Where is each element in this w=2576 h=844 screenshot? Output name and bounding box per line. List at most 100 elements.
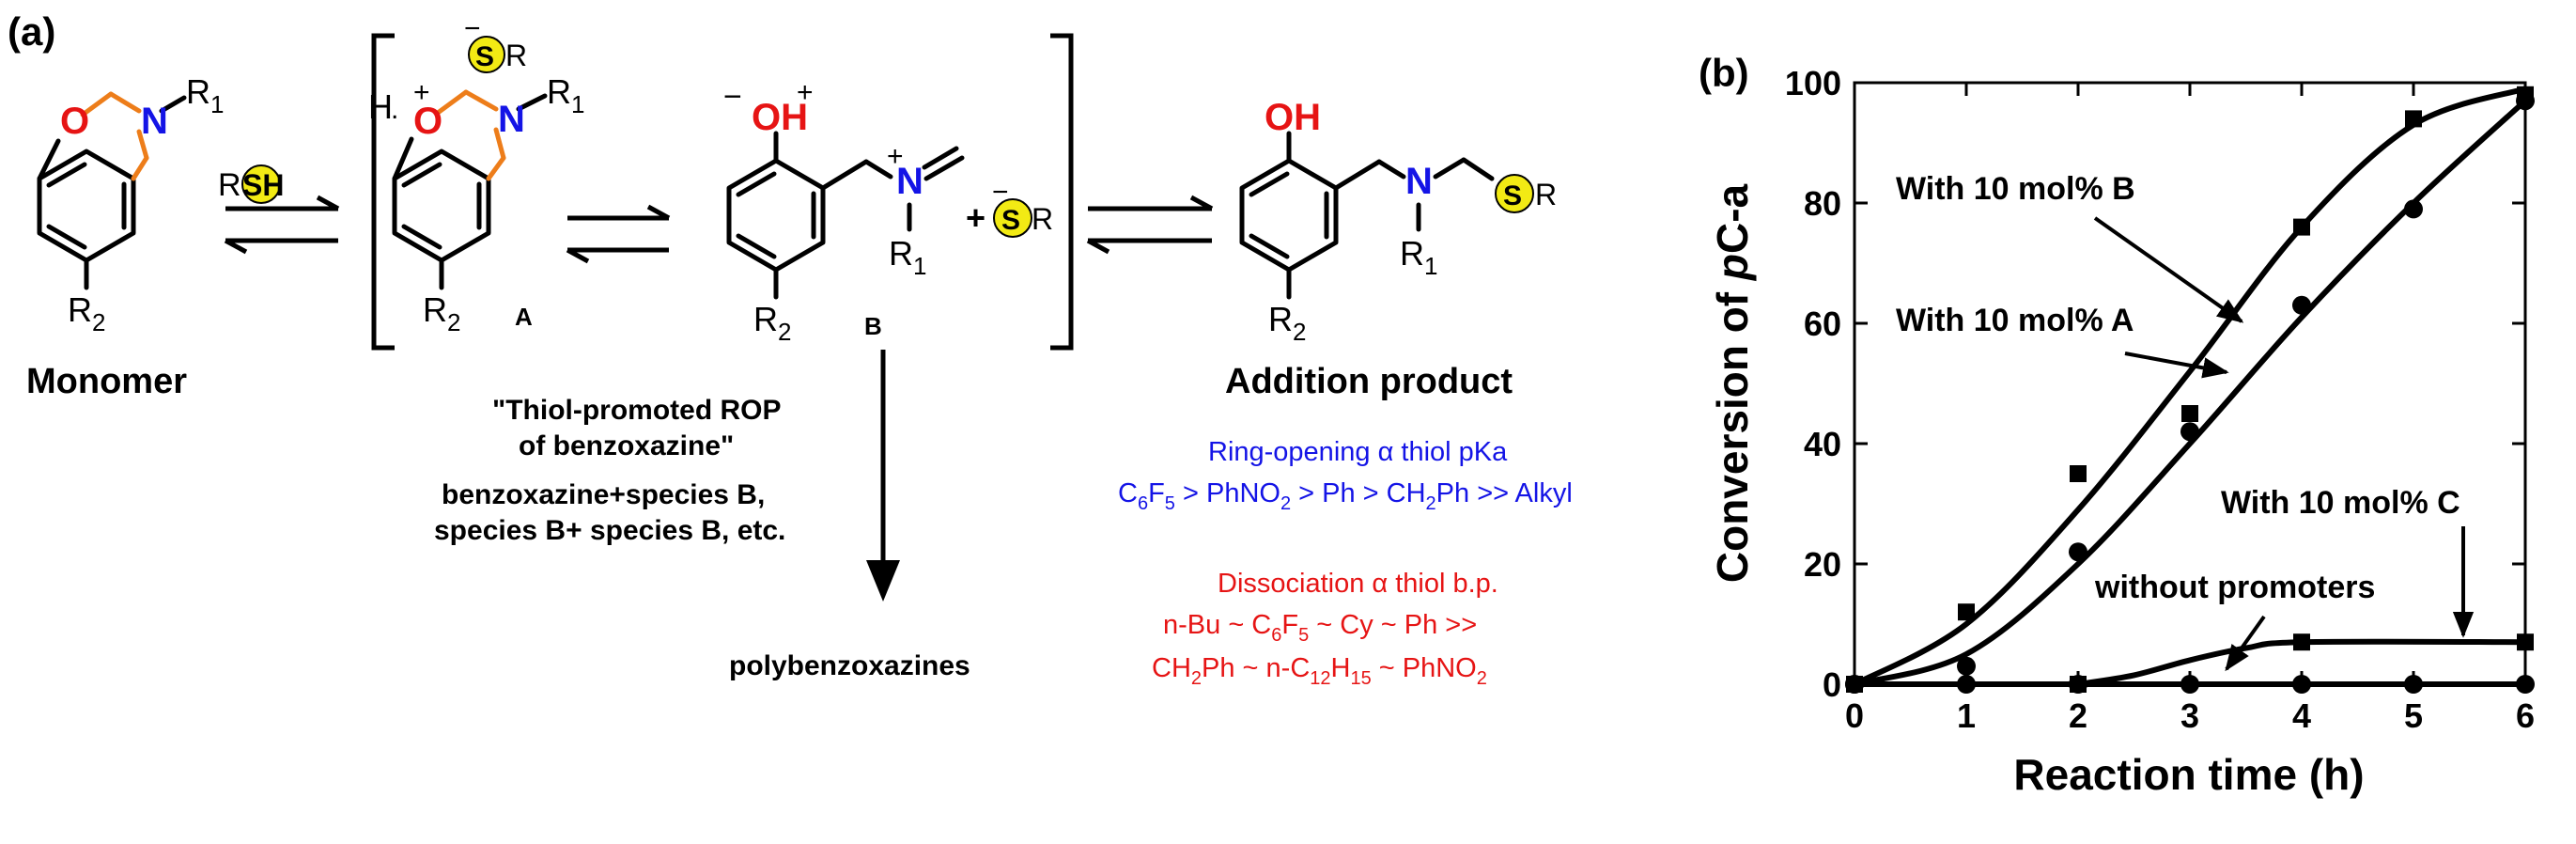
forward-arrow-3-head [1189, 195, 1214, 211]
forward-arrow-1-head [316, 195, 340, 211]
species-b-iminium-n: N [896, 161, 923, 202]
species-a-plus: + [413, 77, 430, 108]
species-a-label: A [515, 303, 533, 331]
monomer-label: Monomer [26, 362, 187, 401]
rop-note-line4: species B+ species B, etc. [434, 515, 785, 546]
series-1-point [2404, 199, 2423, 219]
reagent-r: R [218, 167, 241, 203]
series-0-point [1958, 603, 1975, 621]
series-3-point [2180, 675, 2199, 694]
product-r: R [1535, 178, 1557, 211]
series-2-point [2293, 633, 2310, 651]
x-tick-label: 4 [2292, 696, 2311, 735]
free-thiolate-highlight [993, 198, 1032, 238]
monomer-r2: R2 [68, 290, 105, 336]
reverse-arrow-2-head [566, 247, 590, 264]
plus-sign: + [966, 198, 985, 237]
series-0-point [2405, 110, 2422, 128]
species-a-hydrogen: H [368, 87, 393, 126]
species-a-dot: . [391, 94, 398, 125]
panel-a-label: (a) [8, 9, 55, 54]
series-3-point [2516, 675, 2535, 694]
species-a-nitrogen: N [498, 99, 525, 140]
species-b-iminium-plus: + [887, 141, 904, 172]
product-r2: R2 [1268, 300, 1306, 346]
species-a-structure [392, 89, 548, 290]
y-tick-label: 40 [1804, 425, 1841, 463]
rop-note-line3: benzoxazine+species B, [442, 479, 765, 510]
product-hydroxyl: OH [1265, 97, 1321, 138]
annotation-without-promoters: without promoters [2094, 570, 2375, 605]
dissociation-ranking-line1: n-Bu ~ C6F5 ~ Cy ~ Ph >> [1163, 610, 1477, 646]
right-bracket [1050, 33, 1074, 351]
forward-arrow-2-head [646, 204, 671, 221]
free-thiolate-r: R [1032, 202, 1053, 236]
annotation-without-pointer [2225, 615, 2266, 672]
annotation-with-b: With 10 mol% B [1896, 171, 2135, 207]
left-bracket [371, 33, 395, 351]
y-tick-label: 20 [1804, 545, 1841, 584]
species-b-r1: R1 [889, 234, 926, 280]
species-a-thiolate-minus: − [464, 13, 481, 44]
species-a-thiolate-s: S [475, 41, 494, 72]
species-a-oxygen: O [413, 101, 442, 142]
polymerization-arrow-head [866, 560, 900, 602]
annotation-with-c: With 10 mol% C [2221, 485, 2460, 521]
free-thiolate-s: S [1001, 205, 1020, 236]
product-sulfur-highlight [1495, 174, 1534, 213]
dissociation-ranking-line2: CH2Ph ~ n-C12H15 ~ PhNO2 [1152, 653, 1487, 689]
y-axis-label: Conversion of pC-a [1708, 183, 1757, 583]
species-b-label: B [864, 312, 882, 340]
ring-opening-ranking: C6F5 > PhNO2 > Ph > CH2Ph >> Alkyl [1118, 478, 1573, 514]
reverse-arrow-1-head [224, 238, 248, 255]
product-nitrogen: N [1405, 161, 1433, 202]
x-tick-label: 5 [2404, 696, 2423, 735]
species-b-oxygen-minus: − [723, 79, 742, 115]
product-sulfur: S [1503, 180, 1522, 211]
monomer-r1: R1 [186, 72, 224, 118]
x-tick-label: 3 [2180, 696, 2199, 735]
x-axis-label: Reaction time (h) [2013, 750, 2364, 799]
y-tick-label: 100 [1785, 64, 1841, 102]
reagent-sh: SH [242, 168, 284, 202]
ring-opening-title: Ring-opening α thiol pKa [1208, 437, 1508, 467]
monomer-oxygen: O [60, 101, 89, 142]
monomer-nitrogen: N [141, 101, 168, 142]
series-1-point [2069, 542, 2087, 562]
series-1-point [2516, 91, 2535, 111]
addition-product-label: Addition product [1225, 362, 1513, 401]
series-0-point [2293, 218, 2310, 236]
species-a-thiolate-r: R [505, 39, 527, 72]
series-1-point [2180, 422, 2199, 442]
panel-a: (a) O N R1 R2 Monomer R SH [8, 9, 1573, 689]
species-a-thiolate-highlight [468, 36, 505, 73]
series-3-point [2069, 675, 2087, 694]
series-3-point [1957, 675, 1976, 694]
series-3-point [2404, 675, 2423, 694]
annotation-with-a-pointer [2124, 352, 2229, 379]
y-tick-label: 80 [1804, 184, 1841, 223]
y-tick-label: 60 [1804, 305, 1841, 343]
x-tick-label: 1 [1957, 696, 1976, 735]
polymer-label: polybenzoxazines [729, 650, 970, 681]
series-1-point [2292, 295, 2311, 315]
series-1-point [1957, 656, 1976, 676]
series-2-point [2517, 633, 2534, 651]
annotation-with-a: With 10 mol% A [1896, 303, 2134, 338]
series-0-point [2070, 465, 2087, 482]
data-markers [1845, 86, 2535, 694]
series-3-point [2292, 675, 2311, 694]
species-a-r1: R1 [547, 72, 584, 118]
annotation-with-b-pointer [2093, 216, 2244, 323]
series-0-point [2181, 405, 2198, 422]
x-tick-label: 2 [2069, 696, 2087, 735]
panel-b-label: (b) [1699, 51, 1749, 95]
species-a-r2: R2 [423, 290, 460, 336]
species-b-structure [726, 131, 965, 300]
product-r1: R1 [1400, 234, 1437, 280]
species-b-hydroxyl: OH [752, 97, 808, 138]
x-tick-label: 0 [1845, 696, 1864, 735]
series-3-point [1845, 675, 1864, 694]
